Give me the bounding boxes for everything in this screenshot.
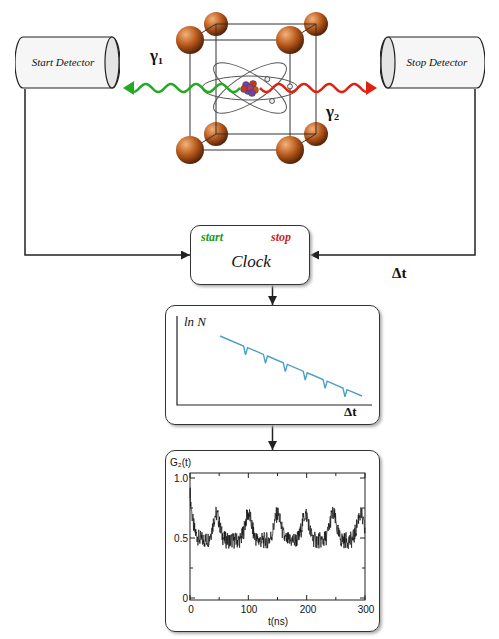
correlation-trace: [190, 488, 365, 549]
axis-label: ln N: [184, 315, 206, 330]
tick: [219, 597, 220, 600]
signal-wire: [272, 425, 274, 450]
tick: [362, 568, 365, 569]
gamma-ray-1: [134, 84, 240, 92]
atom-sphere: [176, 136, 204, 164]
detector-label: Stop Detector: [407, 56, 468, 69]
tick-label: 0: [182, 593, 188, 605]
tick: [360, 478, 365, 479]
atom-sphere: [276, 136, 304, 164]
cylinder-face: [381, 37, 395, 88]
tick-label: 0: [188, 604, 194, 616]
tick: [190, 568, 193, 569]
tick: [360, 538, 365, 539]
plot-frame: [190, 473, 365, 600]
correlation-panel: G₂(t) 1.0 0.5 00 100 200 300 t(ns): [165, 450, 380, 632]
atom-sphere: [276, 26, 304, 54]
tick-label: 300: [358, 604, 375, 616]
tick-label: 200: [300, 604, 317, 616]
electron-orbit: [207, 54, 293, 122]
gamma-ray-1-head: [123, 81, 134, 95]
tick: [190, 598, 195, 599]
clock-label: Clock: [231, 252, 271, 272]
tick: [306, 473, 307, 478]
tick: [248, 473, 249, 478]
electron: [270, 98, 275, 103]
histogram-panel: ln N Δt: [165, 305, 380, 425]
tick: [219, 473, 220, 476]
axis-label: G₂(t): [170, 457, 191, 469]
plot-axis: [177, 316, 372, 405]
gamma-ray-2: [260, 84, 366, 92]
tick: [190, 538, 195, 539]
tick-label: 100: [241, 604, 258, 616]
tick: [335, 597, 336, 600]
tick: [248, 595, 249, 600]
atom-sphere: [176, 26, 204, 54]
tick: [335, 473, 336, 476]
decay-curve: [220, 336, 362, 397]
start-detector: Start Detector: [15, 35, 120, 90]
cylinder-face: [105, 37, 119, 88]
electron: [288, 84, 293, 89]
stop-detector: Stop Detector: [380, 35, 485, 90]
axis-label: t(ns): [268, 616, 288, 628]
tick-label: 1.0: [174, 473, 188, 485]
tick: [362, 508, 365, 509]
gamma-ray-2-head: [366, 81, 377, 95]
signal-wire: [272, 285, 274, 305]
cylinder-body: [380, 37, 485, 88]
nucleon: [241, 86, 248, 93]
cylinder-body: [15, 37, 120, 88]
tick-label: 0.5: [174, 533, 188, 545]
clock-box: start stopClock: [190, 225, 310, 285]
gamma-label: γ₁: [150, 46, 163, 66]
nucleon: [249, 90, 256, 97]
electron-orbit: [207, 54, 293, 122]
start-label: start: [201, 231, 223, 245]
electron: [265, 77, 270, 82]
stop-label: stop: [271, 231, 291, 245]
tick: [365, 473, 366, 478]
delta-t-label: Δt: [392, 265, 406, 282]
cube-edge: [190, 40, 290, 150]
tick: [360, 598, 365, 599]
detector-label: Start Detector: [32, 56, 95, 69]
gamma-label: γ₂: [326, 102, 339, 122]
axis-label: Δt: [344, 405, 356, 420]
signal-wire: [25, 89, 190, 255]
signal-wire: [310, 89, 475, 255]
tick: [190, 473, 191, 478]
tick: [190, 478, 195, 479]
tick: [277, 597, 278, 600]
tick: [277, 473, 278, 476]
tick: [306, 595, 307, 600]
